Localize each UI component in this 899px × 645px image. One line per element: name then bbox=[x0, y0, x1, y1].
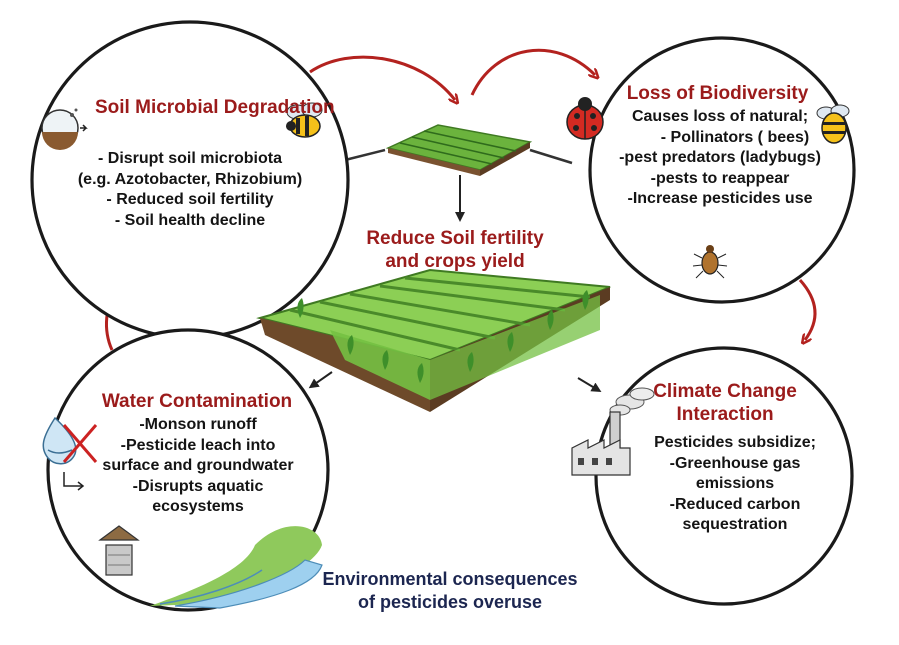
field-icon bbox=[256, 268, 611, 412]
footer-line-1: Environmental consequences bbox=[322, 569, 578, 589]
small-field-icon bbox=[385, 124, 533, 176]
loss-biodiversity-line: Causes loss of natural; bbox=[631, 108, 809, 125]
soil-microbial-line: - Reduced soil fertility bbox=[106, 191, 274, 208]
soil-microbial-line: (e.g. Azotobacter, Rhizobium) bbox=[77, 170, 303, 188]
loss-biodiversity-line: -pests to reappear bbox=[650, 169, 790, 187]
climate-change-line: emissions bbox=[695, 475, 775, 492]
water-contamination-line: surface and groundwater bbox=[102, 457, 294, 474]
climate-change-title: Climate Change Interaction bbox=[653, 381, 797, 425]
loss-biodiversity-text: Causes loss of natural; - Pollinators ( … bbox=[600, 107, 840, 210]
footer-caption: Environmental consequences of pesticides… bbox=[300, 568, 600, 614]
water-contamination-text: -Monson runoff -Pesticide leach into sur… bbox=[88, 415, 308, 518]
ladybug-icon bbox=[566, 97, 604, 140]
well-icon bbox=[98, 525, 140, 576]
footer-line-2: of pesticides overuse bbox=[357, 592, 543, 612]
cycle-arrow-top-right bbox=[470, 48, 595, 96]
connector-left bbox=[344, 148, 386, 162]
loss-biodiversity-title: Loss of Biodiversity bbox=[626, 83, 809, 104]
climate-change-line: Pesticides subsidize; bbox=[654, 434, 816, 451]
water-drop-icon bbox=[42, 416, 98, 491]
river-icon bbox=[150, 526, 323, 609]
water-contamination-line: -Monson runoff bbox=[139, 416, 257, 433]
loss-biodiversity-line: -pest predators (ladybugs) bbox=[619, 149, 821, 166]
climate-change-line: -Greenhouse gas bbox=[669, 454, 801, 472]
loss-biodiversity-line: -Increase pesticides use bbox=[627, 190, 813, 207]
soil-microbial-title: Soil Microbial Degradation bbox=[95, 97, 335, 118]
climate-change-text: Pesticides subsidize; -Greenhouse gas em… bbox=[635, 433, 835, 536]
arrow-to-water bbox=[308, 371, 333, 389]
water-contamination-line: ecosystems bbox=[152, 498, 244, 515]
factory-icon bbox=[571, 387, 655, 476]
water-contamination-title: Water Contamination bbox=[101, 391, 293, 412]
bee-icon-right bbox=[816, 104, 850, 144]
climate-change-line: sequestration bbox=[682, 516, 788, 533]
climate-change-line: -Reduced carbon bbox=[669, 495, 801, 513]
soil-microbial-line: - Soil health decline bbox=[114, 211, 266, 229]
soil-jar-icon bbox=[41, 108, 88, 150]
cycle-arrow-right bbox=[798, 278, 817, 340]
bee-icon bbox=[286, 102, 323, 138]
soil-microbial-text: - Disrupt soil microbiota (e.g. Azotobac… bbox=[40, 149, 340, 231]
circle-loss-biodiversity bbox=[588, 36, 856, 304]
arrow-to-climate bbox=[577, 377, 602, 393]
water-contamination-line: -Pesticide leach into bbox=[120, 436, 276, 454]
circle-climate-change bbox=[594, 346, 854, 606]
beetle-icon bbox=[692, 245, 728, 279]
soil-microbial-line: - Disrupt soil microbiota bbox=[97, 150, 282, 167]
water-contamination-line: -Disrupts aquatic bbox=[132, 477, 264, 495]
connector-right bbox=[529, 148, 573, 165]
loss-biodiversity-line: - Pollinators ( bees) bbox=[660, 128, 810, 146]
center-title: Reduce Soil fertility and crops yield bbox=[366, 228, 544, 272]
cycle-arrow-top-left bbox=[309, 55, 455, 100]
